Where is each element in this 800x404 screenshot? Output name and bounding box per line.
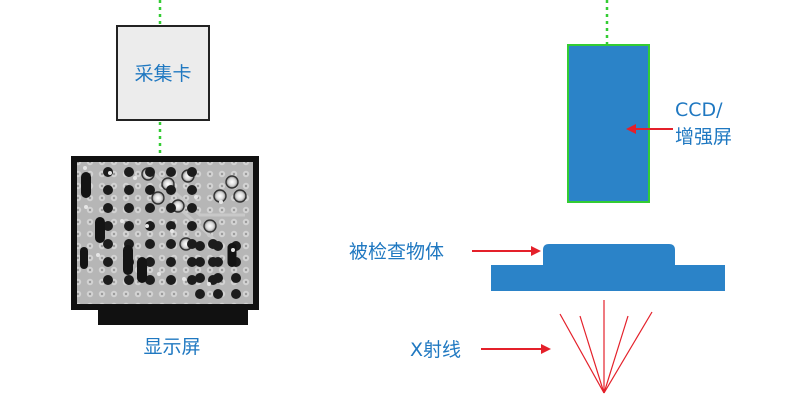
- object-base: [491, 265, 725, 291]
- board-dark-pad: [103, 185, 113, 195]
- object-top: [543, 244, 675, 265]
- x-ray-beam: [603, 315, 629, 394]
- board-component: [95, 217, 105, 243]
- ccd-intensifier-screen: [567, 44, 650, 203]
- board-via: [108, 171, 112, 175]
- board-dark-pad: [195, 273, 205, 283]
- capture-card-label: 采集卡: [134, 63, 191, 85]
- board-component: [137, 257, 147, 283]
- board-dark-pad: [231, 289, 241, 299]
- board-dark-pad: [103, 257, 113, 267]
- board-dark-pad: [145, 167, 155, 177]
- board-dark-pad: [187, 203, 197, 213]
- board-dark-pad: [195, 257, 205, 267]
- board-ring-pad: [203, 219, 217, 233]
- board-dark-pad: [195, 289, 205, 299]
- board-via: [157, 272, 161, 276]
- board-dark-pad: [187, 275, 197, 285]
- x-ray-beams: [559, 300, 653, 394]
- board-via: [182, 277, 186, 281]
- board-via: [133, 176, 137, 180]
- ccd-label-line1: CCD/: [675, 99, 723, 121]
- board-via: [84, 205, 88, 209]
- board-dark-pad: [124, 221, 134, 231]
- board-via: [207, 282, 211, 286]
- board-dark-pad: [187, 239, 197, 249]
- board-via: [231, 248, 235, 252]
- board-component: [80, 247, 88, 269]
- board-via: [194, 195, 198, 199]
- board-dark-pad: [187, 167, 197, 177]
- x-ray-label: X射线: [410, 339, 461, 361]
- board-dark-pad: [166, 167, 176, 177]
- board-dark-pad: [213, 241, 223, 251]
- board-via: [170, 229, 174, 233]
- board-dark-pad: [166, 257, 176, 267]
- board-dark-pad: [124, 203, 134, 213]
- x-ray-beam: [579, 315, 605, 394]
- board-dark-pad: [103, 275, 113, 285]
- capture-card: 采集卡: [116, 25, 210, 121]
- board-dark-pad: [166, 221, 176, 231]
- board-via: [96, 253, 100, 257]
- board-dark-pad: [187, 221, 197, 231]
- board-dark-pad: [195, 241, 205, 251]
- board-via: [219, 200, 223, 204]
- board-dark-pad: [166, 239, 176, 249]
- board-ring-pad: [225, 175, 239, 189]
- board-dark-pad: [145, 221, 155, 231]
- x-ray-beam: [559, 313, 605, 394]
- board-dark-pad: [145, 203, 155, 213]
- board-ring-pad: [213, 189, 227, 203]
- board-ring-pad: [151, 191, 165, 205]
- board-dark-pad: [166, 203, 176, 213]
- board-dark-pad: [103, 203, 113, 213]
- board-dark-pad: [124, 275, 134, 285]
- board-dark-pad: [166, 275, 176, 285]
- board-dark-pad: [213, 273, 223, 283]
- x-ray-beam: [603, 311, 653, 394]
- x-ray-circuit-board-icon: [77, 162, 253, 304]
- board-dark-pad: [103, 239, 113, 249]
- inspected-object: [491, 244, 725, 291]
- board-via: [83, 166, 87, 170]
- display-monitor: [71, 156, 259, 325]
- board-dark-pad: [103, 221, 113, 231]
- board-dark-pad: [145, 275, 155, 285]
- ccd-label-line2: 增强屏: [675, 126, 732, 148]
- display-label: 显示屏: [143, 336, 200, 358]
- board-dark-pad: [124, 167, 134, 177]
- board-dark-pad: [145, 239, 155, 249]
- board-via: [120, 219, 124, 223]
- board-ring-pad: [233, 189, 247, 203]
- board-component: [81, 172, 91, 198]
- board-dark-pad: [166, 185, 176, 195]
- board-dark-pad: [213, 257, 223, 267]
- board-dark-pad: [213, 289, 223, 299]
- board-component: [123, 245, 133, 275]
- board-dark-pad: [145, 185, 155, 195]
- object-label: 被检查物体: [349, 241, 444, 263]
- board-via: [145, 224, 149, 228]
- board-dark-pad: [231, 273, 241, 283]
- board-dark-pad: [145, 257, 155, 267]
- board-dark-pad: [187, 185, 197, 195]
- board-dark-pad: [187, 257, 197, 267]
- board-component: [227, 243, 237, 267]
- board-dark-pad: [124, 185, 134, 195]
- capture-card-box: [116, 25, 210, 121]
